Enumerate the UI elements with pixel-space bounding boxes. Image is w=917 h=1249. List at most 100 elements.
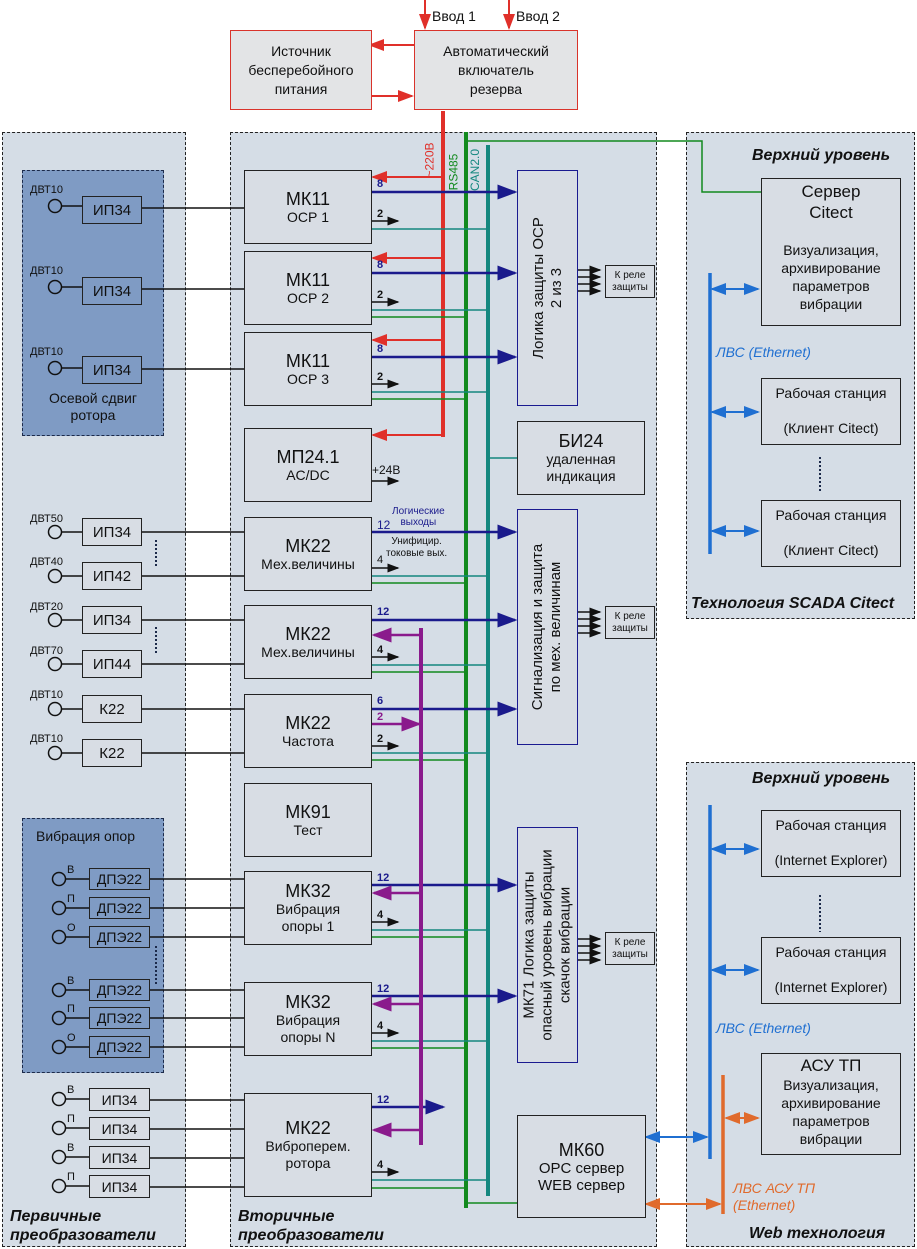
converter-box: ДПЭ22	[89, 868, 150, 890]
ie-workstation-1: Рабочая станция(Internet Explorer)	[761, 810, 901, 877]
plus24-label: +24В	[372, 463, 401, 477]
sensor-label: ДВТ10	[30, 184, 64, 196]
axis-label: В	[67, 864, 75, 876]
axis-label: П	[67, 1171, 75, 1183]
logic-count: 12	[377, 983, 390, 995]
logic-count: 12	[377, 1094, 390, 1106]
logic-count: 6	[377, 695, 384, 707]
ats-box: Автоматический включатель резерва	[414, 30, 578, 110]
analog-count: 4	[377, 554, 384, 566]
converter-box: ИП34	[82, 277, 142, 305]
converter-box: К22	[82, 695, 142, 723]
converter-box: ИП34	[82, 518, 142, 546]
axis-label: П	[67, 1003, 75, 1015]
converter-box: ИП34	[89, 1088, 150, 1111]
sensor-label: ДВТ10	[30, 346, 64, 358]
web-lan-label: ЛВС (Ethernet)	[716, 1020, 811, 1036]
rs485-bus-label: RS485	[446, 153, 461, 191]
logic-count: 8	[377, 343, 384, 355]
converter-box: ИП34	[89, 1175, 150, 1198]
converter-box: ИП34	[82, 356, 142, 384]
analog-count: 4	[377, 909, 384, 921]
logic-count: 12	[377, 872, 390, 884]
converter-box: ИП34	[89, 1146, 150, 1169]
converter-box: ИП34	[82, 196, 142, 224]
axis-label: В	[67, 975, 75, 987]
logic-count: 12	[377, 606, 390, 618]
analog-count: 4	[377, 1159, 384, 1171]
web-header: Верхний уровень	[752, 770, 891, 787]
axis-label: О	[67, 1032, 76, 1044]
axis-label: П	[67, 893, 75, 905]
logic-count: 12	[377, 518, 391, 532]
converter-box: ДПЭ22	[89, 926, 150, 948]
sensor-label: ДВТ50	[30, 513, 64, 525]
logic-count: 8	[377, 178, 384, 190]
axis-label: В	[67, 1084, 75, 1096]
axis-label: О	[67, 922, 76, 934]
scada-header: Верхний уровень	[752, 147, 891, 164]
converter-box: ДПЭ22	[89, 897, 150, 919]
analog-count: 4	[377, 644, 384, 656]
analog-count: 2	[377, 371, 384, 383]
citect-client-2: Рабочая станция(Клиент Citect)	[761, 500, 901, 567]
axis-label: П	[67, 1113, 75, 1125]
can-bus-label: CAN2.0	[468, 148, 482, 192]
sensor-label: ДВТ10	[30, 689, 64, 701]
sensor-label: ДВТ20	[30, 601, 64, 613]
scada-footer: Технология SCADA Citect	[691, 595, 895, 612]
converter-box: ДПЭ22	[89, 979, 150, 1001]
citect-server: Сервер Citect Визуализация, архивировани…	[761, 178, 901, 326]
sensor-label: ДВТ10	[30, 265, 64, 277]
sensor-label: ДВТ40	[30, 556, 64, 568]
axis-label: В	[67, 1142, 75, 1154]
acs-lan-label: ЛВС АСУ ТП(Ethernet)	[733, 1180, 816, 1213]
analog-count: 4	[377, 1020, 384, 1032]
ie-workstation-2: Рабочая станция(Internet Explorer)	[761, 937, 901, 1004]
analog-count: 2	[377, 733, 384, 745]
converter-box: ИП44	[82, 650, 142, 678]
purple-count: 2	[377, 711, 384, 723]
sensor-label: ДВТ70	[30, 645, 64, 657]
vibration-group-title: Вибрация опор	[36, 828, 135, 844]
converter-box: ИП34	[89, 1117, 150, 1140]
logic-count: 8	[377, 259, 384, 271]
converter-box: ДПЭ22	[89, 1036, 150, 1058]
input2-label: Ввод 2	[516, 8, 560, 24]
acs-box: АСУ ТП Визуализация, архивирование парам…	[761, 1053, 901, 1155]
converter-box: ИП42	[82, 562, 142, 590]
converter-box: ИП34	[82, 606, 142, 634]
input1-label: Ввод 1	[432, 8, 476, 24]
web-footer: Web технология	[749, 1225, 886, 1242]
analog-count: 2	[377, 208, 384, 220]
power-bus-label: ~220В	[423, 142, 438, 178]
sensor-label: ДВТ10	[30, 733, 64, 745]
rs485-to-server	[466, 140, 762, 193]
ups-box: Источник бесперебойного питания	[230, 30, 372, 110]
unified-outputs-label: Унифицир.токовые вых.	[386, 536, 448, 559]
analog-count: 2	[377, 289, 384, 301]
